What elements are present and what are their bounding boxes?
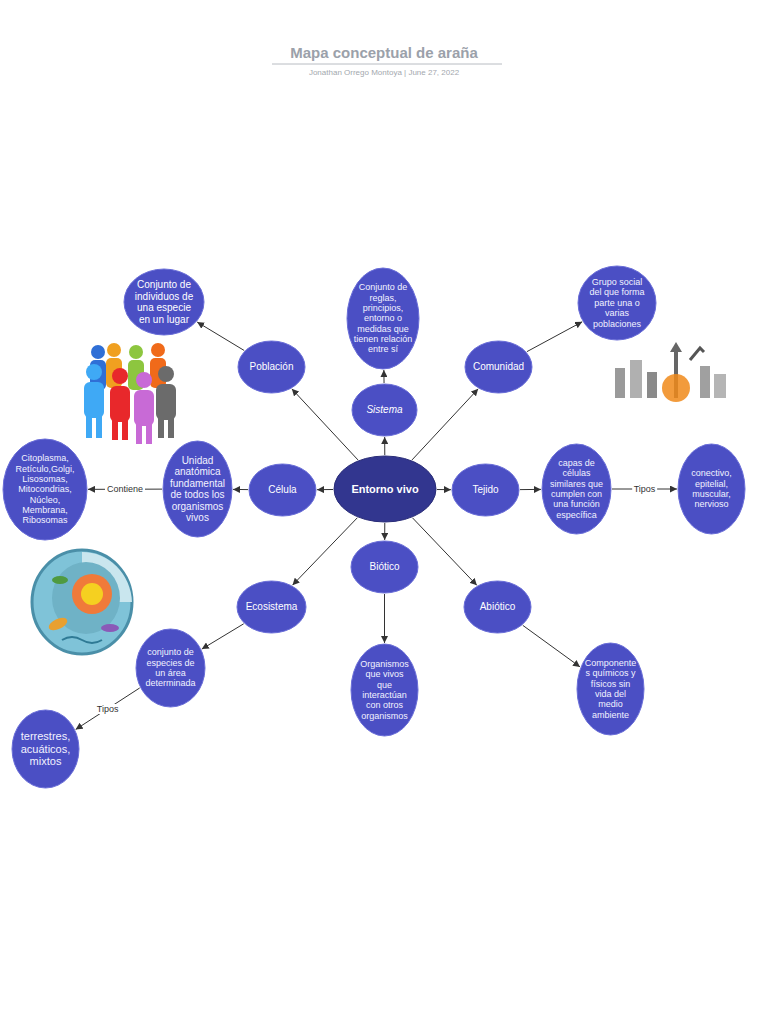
connector-arrow [412,389,478,460]
concept-ellipse: terrestres, acuáticos, mixtos [11,709,80,789]
diagram-caption: Jonathan Orrego Montoya | June 27, 2022 [0,68,768,77]
connector-arrow [384,437,385,455]
concept-ellipse: Entorno vivo [333,455,437,523]
concept-ellipse: Población [237,340,306,394]
node-text: Célula [256,484,310,496]
concept-ellipse: Unidad anatómica fundamental de todos lo… [162,440,233,538]
connector-arrow [437,489,451,490]
node-text: Unidad anatómica fundamental de todos lo… [170,455,226,524]
connector-arrow [520,489,541,490]
connector-arrow [384,594,385,643]
concept-ellipse: Ecosistema [236,580,307,634]
concept-ellipse: conjunto de especies de un área determin… [135,628,206,708]
connector-arrow [233,489,248,490]
connector-arrow [292,389,358,460]
edge-label: Contiene [105,484,145,494]
concept-ellipse: Grupo social del que forma parte una o v… [577,265,657,341]
connector-arrow [197,322,244,350]
concept-ellipse: Conjunto de individuos de una especie en… [123,268,205,336]
concept-ellipse: Biótico [350,540,419,594]
connector-arrow [527,322,582,352]
node-text: conjunto de especies de un área determin… [143,647,199,688]
connector-arrow [384,523,385,540]
concept-ellipse: Conjunto de reglas, principios, entorno … [346,267,420,370]
community-illustration [615,342,726,402]
node-text: conectivo, epitelial, muscular, nervioso [685,468,739,509]
node-text: Grupo social del que forma parte una o v… [585,277,649,329]
concept-ellipse: Comunidad [464,340,533,394]
node-text: capas de células similares que cumplen c… [549,458,605,520]
node-text: Tejido [459,484,513,496]
connector-arrow [202,624,244,649]
node-text: Citoplasma, Retículo,Golgi, Lisosomas, M… [11,453,80,525]
node-text: Organismos que vivos que interactúan con… [358,659,412,721]
concept-ellipse: Abiótico [463,580,532,634]
node-text: Conjunto de individuos de una especie en… [131,279,197,325]
connector-arrow [523,625,580,667]
node-text: Componentes químicos y físicos sin vida … [584,658,638,720]
connector-arrow [317,489,333,490]
node-text: Población [245,361,299,373]
edge-label: Tipos [632,484,658,494]
node-text: Ecosistema [244,601,300,613]
concept-ellipse: Sistema [351,383,418,437]
concept-ellipse: Componentes químicos y físicos sin vida … [576,642,645,736]
connector-arrow [383,370,384,383]
people-illustration [84,343,176,444]
node-text: Biótico [358,561,412,573]
node-text: Conjunto de reglas, principios, entorno … [354,282,413,354]
connector-arrow [413,518,477,586]
concept-ellipse: capas de células similares que cumplen c… [541,443,612,535]
node-text: Entorno vivo [344,483,427,496]
concept-ellipse: Tejido [451,463,520,517]
caption-text: Jonathan Orrego Montoya | June 27, 2022 [309,68,459,77]
connector-arrow [76,688,140,730]
diagram-title: Mapa conceptual de araña [0,44,768,61]
node-text: Comunidad [472,361,526,373]
node-text: Sistema [358,404,411,416]
connector-arrow [292,518,357,585]
concept-ellipse: Citoplasma, Retículo,Golgi, Lisosomas, M… [2,438,88,541]
title-text: Mapa conceptual de araña [290,44,478,61]
title-rule [272,64,502,65]
node-text: Abiótico [471,601,525,613]
concept-ellipse: Célula [248,463,317,517]
cell-illustration [32,550,132,654]
node-text: terrestres, acuáticos, mixtos [19,730,73,768]
concept-ellipse: Organismos que vivos que interactúan con… [350,643,419,737]
concept-ellipse: conectivo, epitelial, muscular, nervioso [677,443,746,535]
edge-label: Tipos [95,704,121,714]
